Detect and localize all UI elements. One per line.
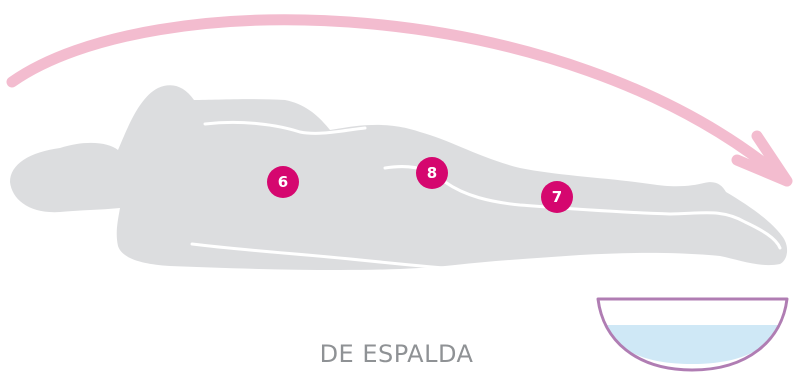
bowl-outline <box>596 297 789 372</box>
marker-8-label: 8 <box>427 164 437 182</box>
contour-upper-arm <box>203 120 367 135</box>
marker-6-label: 6 <box>278 173 288 191</box>
position-caption: DE ESPALDA <box>319 340 474 368</box>
body-silhouette <box>10 85 788 270</box>
marker-6: 6 <box>267 166 299 198</box>
bowl-water <box>604 325 780 364</box>
bowl-icon <box>596 297 789 372</box>
arc-arrow-icon <box>6 14 793 187</box>
contour-back <box>190 242 447 270</box>
human-body-figure <box>10 85 788 270</box>
marker-7: 7 <box>541 181 573 213</box>
marker-8: 8 <box>416 157 448 189</box>
marker-7-label: 7 <box>552 188 562 206</box>
